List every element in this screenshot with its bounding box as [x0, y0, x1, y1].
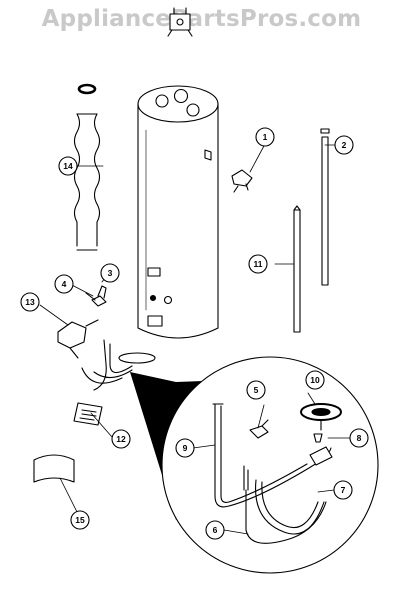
callout-labels: 1 2 3 4 5 6 7 8 9 10 11 12 13 14 15 — [25, 132, 361, 535]
dip-tube-part — [293, 205, 301, 333]
callout-12: 12 — [116, 434, 126, 444]
label-part — [73, 402, 103, 426]
relief-fitting-parts — [85, 285, 107, 307]
callout-3: 3 — [108, 268, 113, 278]
callout-14: 14 — [63, 161, 73, 171]
callout-circles — [20, 127, 369, 540]
callout-7: 7 — [341, 485, 346, 495]
drain-valve-part — [231, 169, 253, 193]
gasket-part — [33, 454, 75, 483]
flex-tube-part — [73, 83, 101, 251]
burner-assembly-small — [81, 339, 156, 391]
anode-rod-part — [320, 128, 330, 286]
callout-15: 15 — [75, 515, 85, 525]
callout-5: 5 — [254, 385, 259, 395]
callout-1: 1 — [263, 132, 268, 142]
top-fitting — [167, 7, 193, 37]
callout-9: 9 — [183, 443, 188, 453]
callout-2: 2 — [342, 140, 347, 150]
water-heater-tank — [137, 85, 219, 339]
gas-valve-part — [57, 319, 99, 359]
callout-4: 4 — [62, 279, 67, 289]
zoom-circle — [161, 356, 379, 574]
callout-10: 10 — [310, 375, 320, 385]
leader-lines — [39, 143, 351, 535]
watermark: AppliancePartsPros.com — [41, 6, 362, 32]
zoom-detail — [212, 403, 342, 544]
callout-6: 6 — [213, 525, 218, 535]
callout-13: 13 — [25, 297, 35, 307]
callout-11: 11 — [254, 259, 263, 269]
callout-8: 8 — [357, 433, 362, 443]
